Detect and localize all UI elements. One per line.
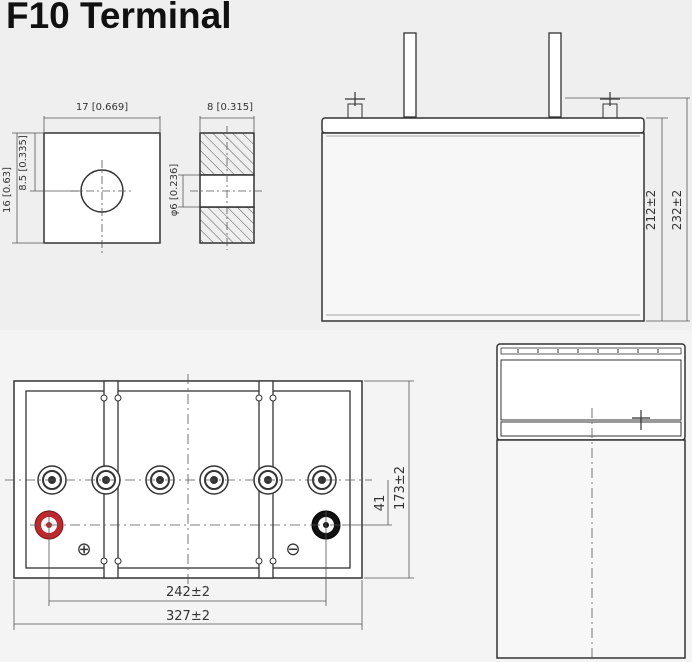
battery-top-view: ⊕ ⊖ 242±2 327±2 173±2 41 xyxy=(5,374,414,630)
terminal-thickness-label: 8 [0.315] xyxy=(207,102,253,113)
battery-end-view xyxy=(496,343,686,662)
terminal-spacing-label: 242±2 xyxy=(166,585,210,600)
terminal-offset-label: 41 xyxy=(373,495,388,512)
battery-width-label: 173±2 xyxy=(393,466,408,510)
terminal-hole-offset-label: 8.5 [0.335] xyxy=(18,135,29,191)
negative-symbol: ⊖ xyxy=(285,539,300,560)
battery-length-label: 327±2 xyxy=(166,609,210,624)
page-title: F10 Terminal xyxy=(6,0,232,36)
positive-symbol: ⊕ xyxy=(76,539,91,560)
terminal-width-label: 17 [0.669] xyxy=(76,102,128,113)
terminal-hole-diameter-label: φ6 [0.236] xyxy=(169,164,180,217)
side-body-height-label: 212±2 xyxy=(644,190,658,231)
battery-side-view: 212±2 232±2 xyxy=(321,32,690,322)
terminal-front-view: 17 [0.669] 16 [0.63] 8.5 [0.335] xyxy=(2,102,161,254)
side-total-height-label: 232±2 xyxy=(670,190,684,231)
terminal-section-view: 8 [0.315] φ6 [0.236] xyxy=(169,102,262,250)
terminal-height-label: 16 [0.63] xyxy=(2,167,13,213)
